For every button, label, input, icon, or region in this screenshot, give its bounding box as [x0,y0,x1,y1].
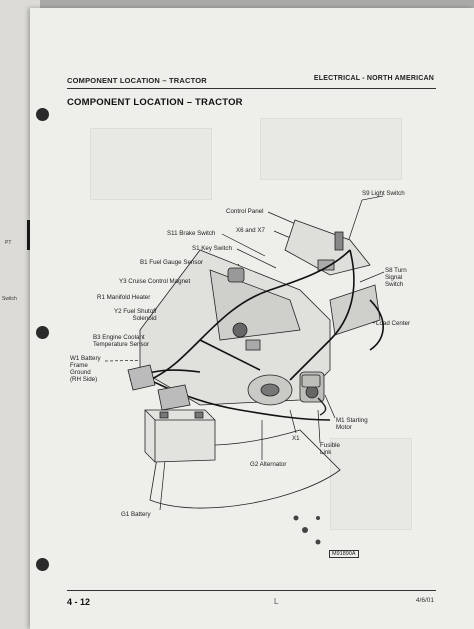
label-fusible-link: Fusible Link [320,442,340,456]
label-b3-line-2: Temperature Sensor [93,341,150,348]
underlying-side-text-1: PT [5,240,12,246]
label-y3-cruise-control-magnet: Y3 Cruise Control Magnet [119,278,191,285]
binder-hole-bottom [36,558,49,571]
label-y2-line-1: Y2 Fuel Shutoff [114,308,157,315]
fusible-link-assembly [301,374,327,416]
underlying-side-text-2: Switch [2,296,17,302]
label-s8-line-3: Switch [385,281,404,288]
label-w1-line-3: Ground [70,369,91,376]
label-s8-turn-signal-switch: S8 Turn Signal Switch [385,267,407,288]
label-s8-line-2: Signal [385,274,403,281]
label-w1-battery-frame-ground: W1 Battery Frame Ground (RH Side) [70,355,101,383]
figure-reference: M91890A [329,550,359,558]
label-m1-line-1: M1 Starting [336,417,368,424]
label-x6-x7: X6 and X7 [236,227,265,234]
bleed-through-region [260,118,402,180]
page-title: COMPONENT LOCATION – TRACTOR [67,97,243,108]
label-s1-key-switch: S1 Key Switch [192,245,232,252]
footer-rule [67,590,436,591]
label-control-panel: Control Panel [226,208,264,215]
battery-group [127,364,216,463]
label-w1-line-1: W1 Battery [70,355,101,362]
label-y2-line-2: Solenoid [132,315,157,322]
label-s11-brake-switch: S11 Brake Switch [167,230,216,237]
label-fusible-line-2: Link [320,449,332,456]
running-header-left: COMPONENT LOCATION – TRACTOR [67,76,207,85]
footer-date: 4/6/01 [415,597,434,604]
label-w1-line-2: Frame [70,362,88,369]
label-load-center: Load Center [376,320,411,327]
label-w1-line-4: (RH Side) [70,376,98,383]
label-g2-alternator: G2 Alternator [250,461,287,468]
label-m1-starting-motor: M1 Starting Motor [336,417,368,431]
label-g1-battery: G1 Battery [121,511,151,518]
label-fusible-line-1: Fusible [320,442,340,449]
label-b1-fuel-gauge-sensor: B1 Fuel Gauge Sensor [140,259,203,266]
label-s8-line-1: S8 Turn [385,267,407,274]
label-s9-light-switch: S9 Light Switch [362,190,405,197]
label-b3-coolant-temp-sensor: B3 Engine Coolant Temperature Sensor [93,334,149,348]
label-x1: X1 [292,435,300,442]
bleed-through-region [330,438,412,530]
binder-hole-top [36,108,49,121]
label-m1-line-2: Motor [336,424,352,431]
running-header-right: ELECTRICAL - NORTH AMERICAN [313,75,434,82]
binder-hole-middle [36,326,49,339]
label-b3-line-1: B3 Engine Coolant [93,334,145,341]
footer-mark: L [274,597,279,606]
label-r1-manifold-heater: R1 Manifold Heater [97,294,151,301]
bleed-through-region [90,128,212,200]
page-number: 4 - 12 [67,597,91,607]
header-rule [67,88,436,89]
label-y2-fuel-shutoff-solenoid: Y2 Fuel Shutoff Solenoid [114,308,157,322]
